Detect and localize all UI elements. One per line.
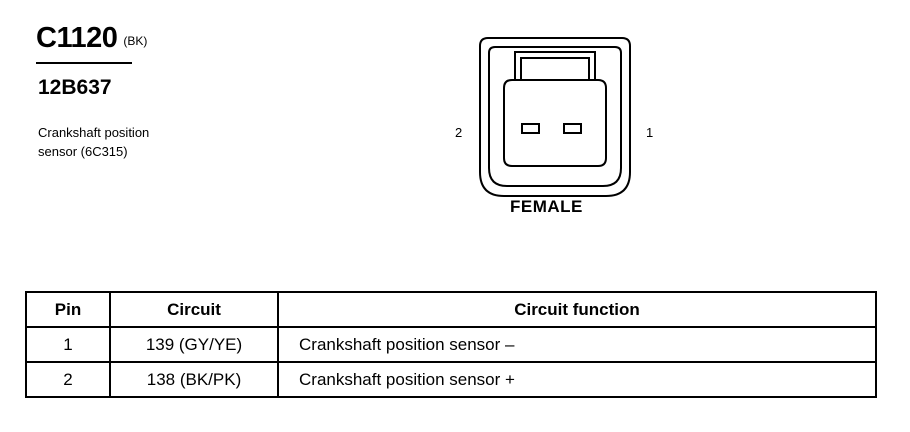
connector-gender-label: FEMALE (510, 197, 583, 216)
pin-cell: 1 (25, 326, 111, 363)
connector-header: C1120 (BK) 12B637 Crankshaft position sen… (36, 22, 149, 159)
connector-inner-shell (488, 46, 622, 187)
locking-tab-outer (514, 51, 596, 81)
circuit-cell: 139 (GY/YE) (109, 326, 279, 363)
description-line-2: sensor (6C315) (38, 144, 128, 159)
header-circuit-function: Circuit function (277, 291, 877, 328)
pin-1-label: 1 (646, 125, 654, 140)
connector-outer-shell (479, 37, 631, 197)
connector-description: Crankshaft position sensor (6C315) (38, 123, 208, 161)
description-line-1: Crankshaft position (38, 125, 150, 140)
pin-2-label: 2 (455, 125, 463, 140)
connector-id: C1120 (36, 22, 118, 54)
table-header-row: Pin Circuit Circuit function (25, 291, 877, 328)
part-number: 12B637 (38, 76, 112, 99)
locking-tab-inner (520, 57, 590, 81)
table-row: 1 139 (GY/YE) Crankshaft position sensor… (25, 326, 877, 363)
pin-cell: 2 (25, 361, 111, 398)
header-pin: Pin (25, 291, 111, 328)
table-row: 2 138 (BK/PK) Crankshaft position sensor… (25, 361, 877, 398)
pinout-table: Pin Circuit Circuit function 1 139 (GY/Y… (25, 291, 877, 398)
header-circuit: Circuit (109, 291, 279, 328)
terminal-housing (503, 79, 607, 167)
circuit-cell: 138 (BK/PK) (109, 361, 279, 398)
connector-color: (BK) (123, 34, 148, 48)
terminal-cavity-pin-1 (563, 123, 582, 134)
function-cell: Crankshaft position sensor + (277, 361, 877, 398)
connector-face-diagram (479, 37, 631, 197)
terminal-cavity-pin-2 (521, 123, 540, 134)
function-cell: Crankshaft position sensor – (277, 326, 877, 363)
title-underline (36, 62, 132, 64)
